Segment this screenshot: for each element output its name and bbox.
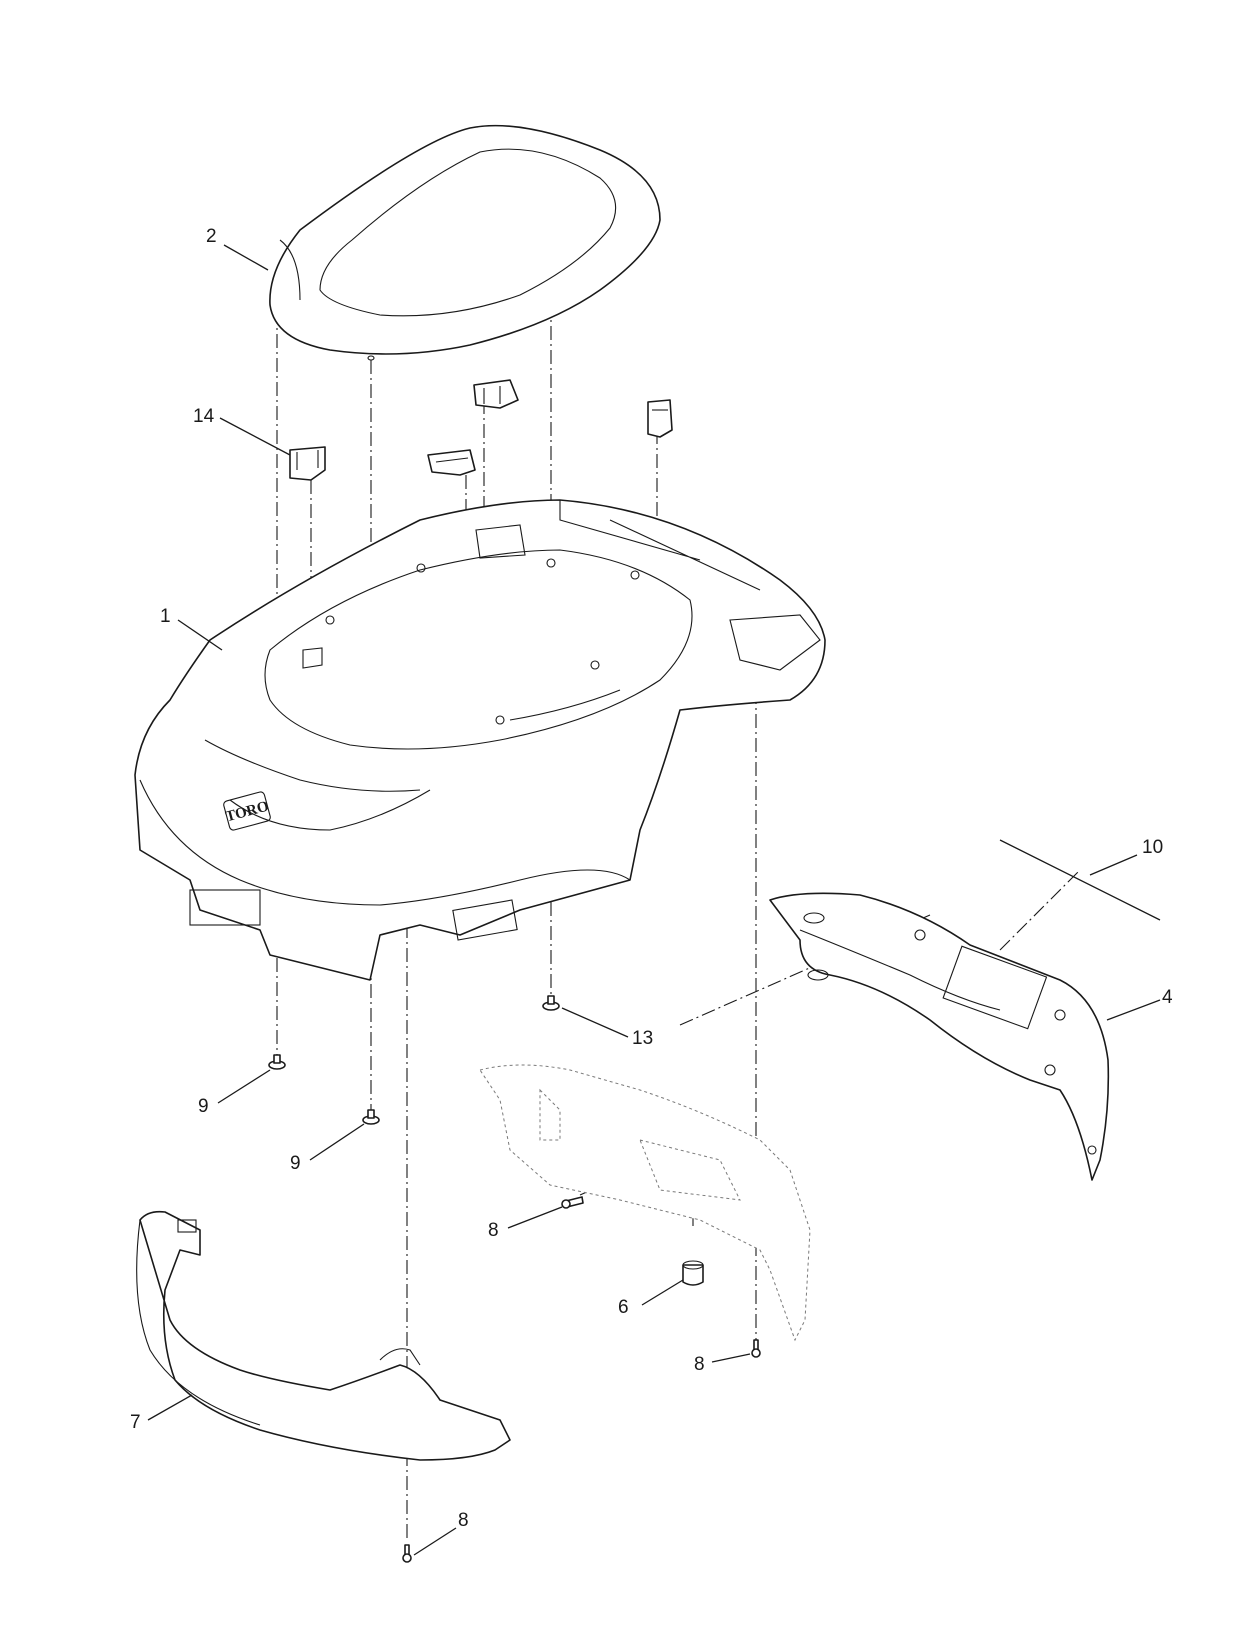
- screws: [402, 1196, 761, 1563]
- callout-7: 7: [130, 1412, 141, 1433]
- clip-part-14: [289, 379, 673, 481]
- callout-9-center: 9: [290, 1153, 301, 1174]
- frame-reference-ghost: [479, 1064, 811, 1342]
- decal-part-10: [999, 839, 1161, 921]
- rear-panel-part-4: [769, 892, 1110, 1181]
- callout-13: 13: [632, 1028, 653, 1049]
- callouts: 2 14 1 10 4 13 9 9 8 6 8 7 8: [130, 226, 1173, 1531]
- leader-lines: [147, 244, 1161, 1556]
- callout-8-screw: 8: [488, 1220, 499, 1241]
- callout-8-bottom: 8: [458, 1510, 469, 1531]
- callout-10: 10: [1142, 837, 1163, 858]
- front-bumper-part-7: [136, 1210, 511, 1461]
- bumper-pad-part-6: [682, 1260, 704, 1286]
- callout-1: 1: [160, 606, 171, 627]
- callout-14: 14: [193, 406, 215, 427]
- callout-4: 4: [1162, 987, 1173, 1008]
- callout-2: 2: [206, 226, 217, 247]
- seat-pad-part-2: [269, 124, 661, 361]
- callout-9-left: 9: [198, 1096, 209, 1117]
- callout-8-right: 8: [694, 1354, 705, 1375]
- body-shroud-part-1: TORO: [134, 499, 826, 981]
- grommets: [268, 995, 560, 1125]
- callout-6: 6: [618, 1297, 629, 1318]
